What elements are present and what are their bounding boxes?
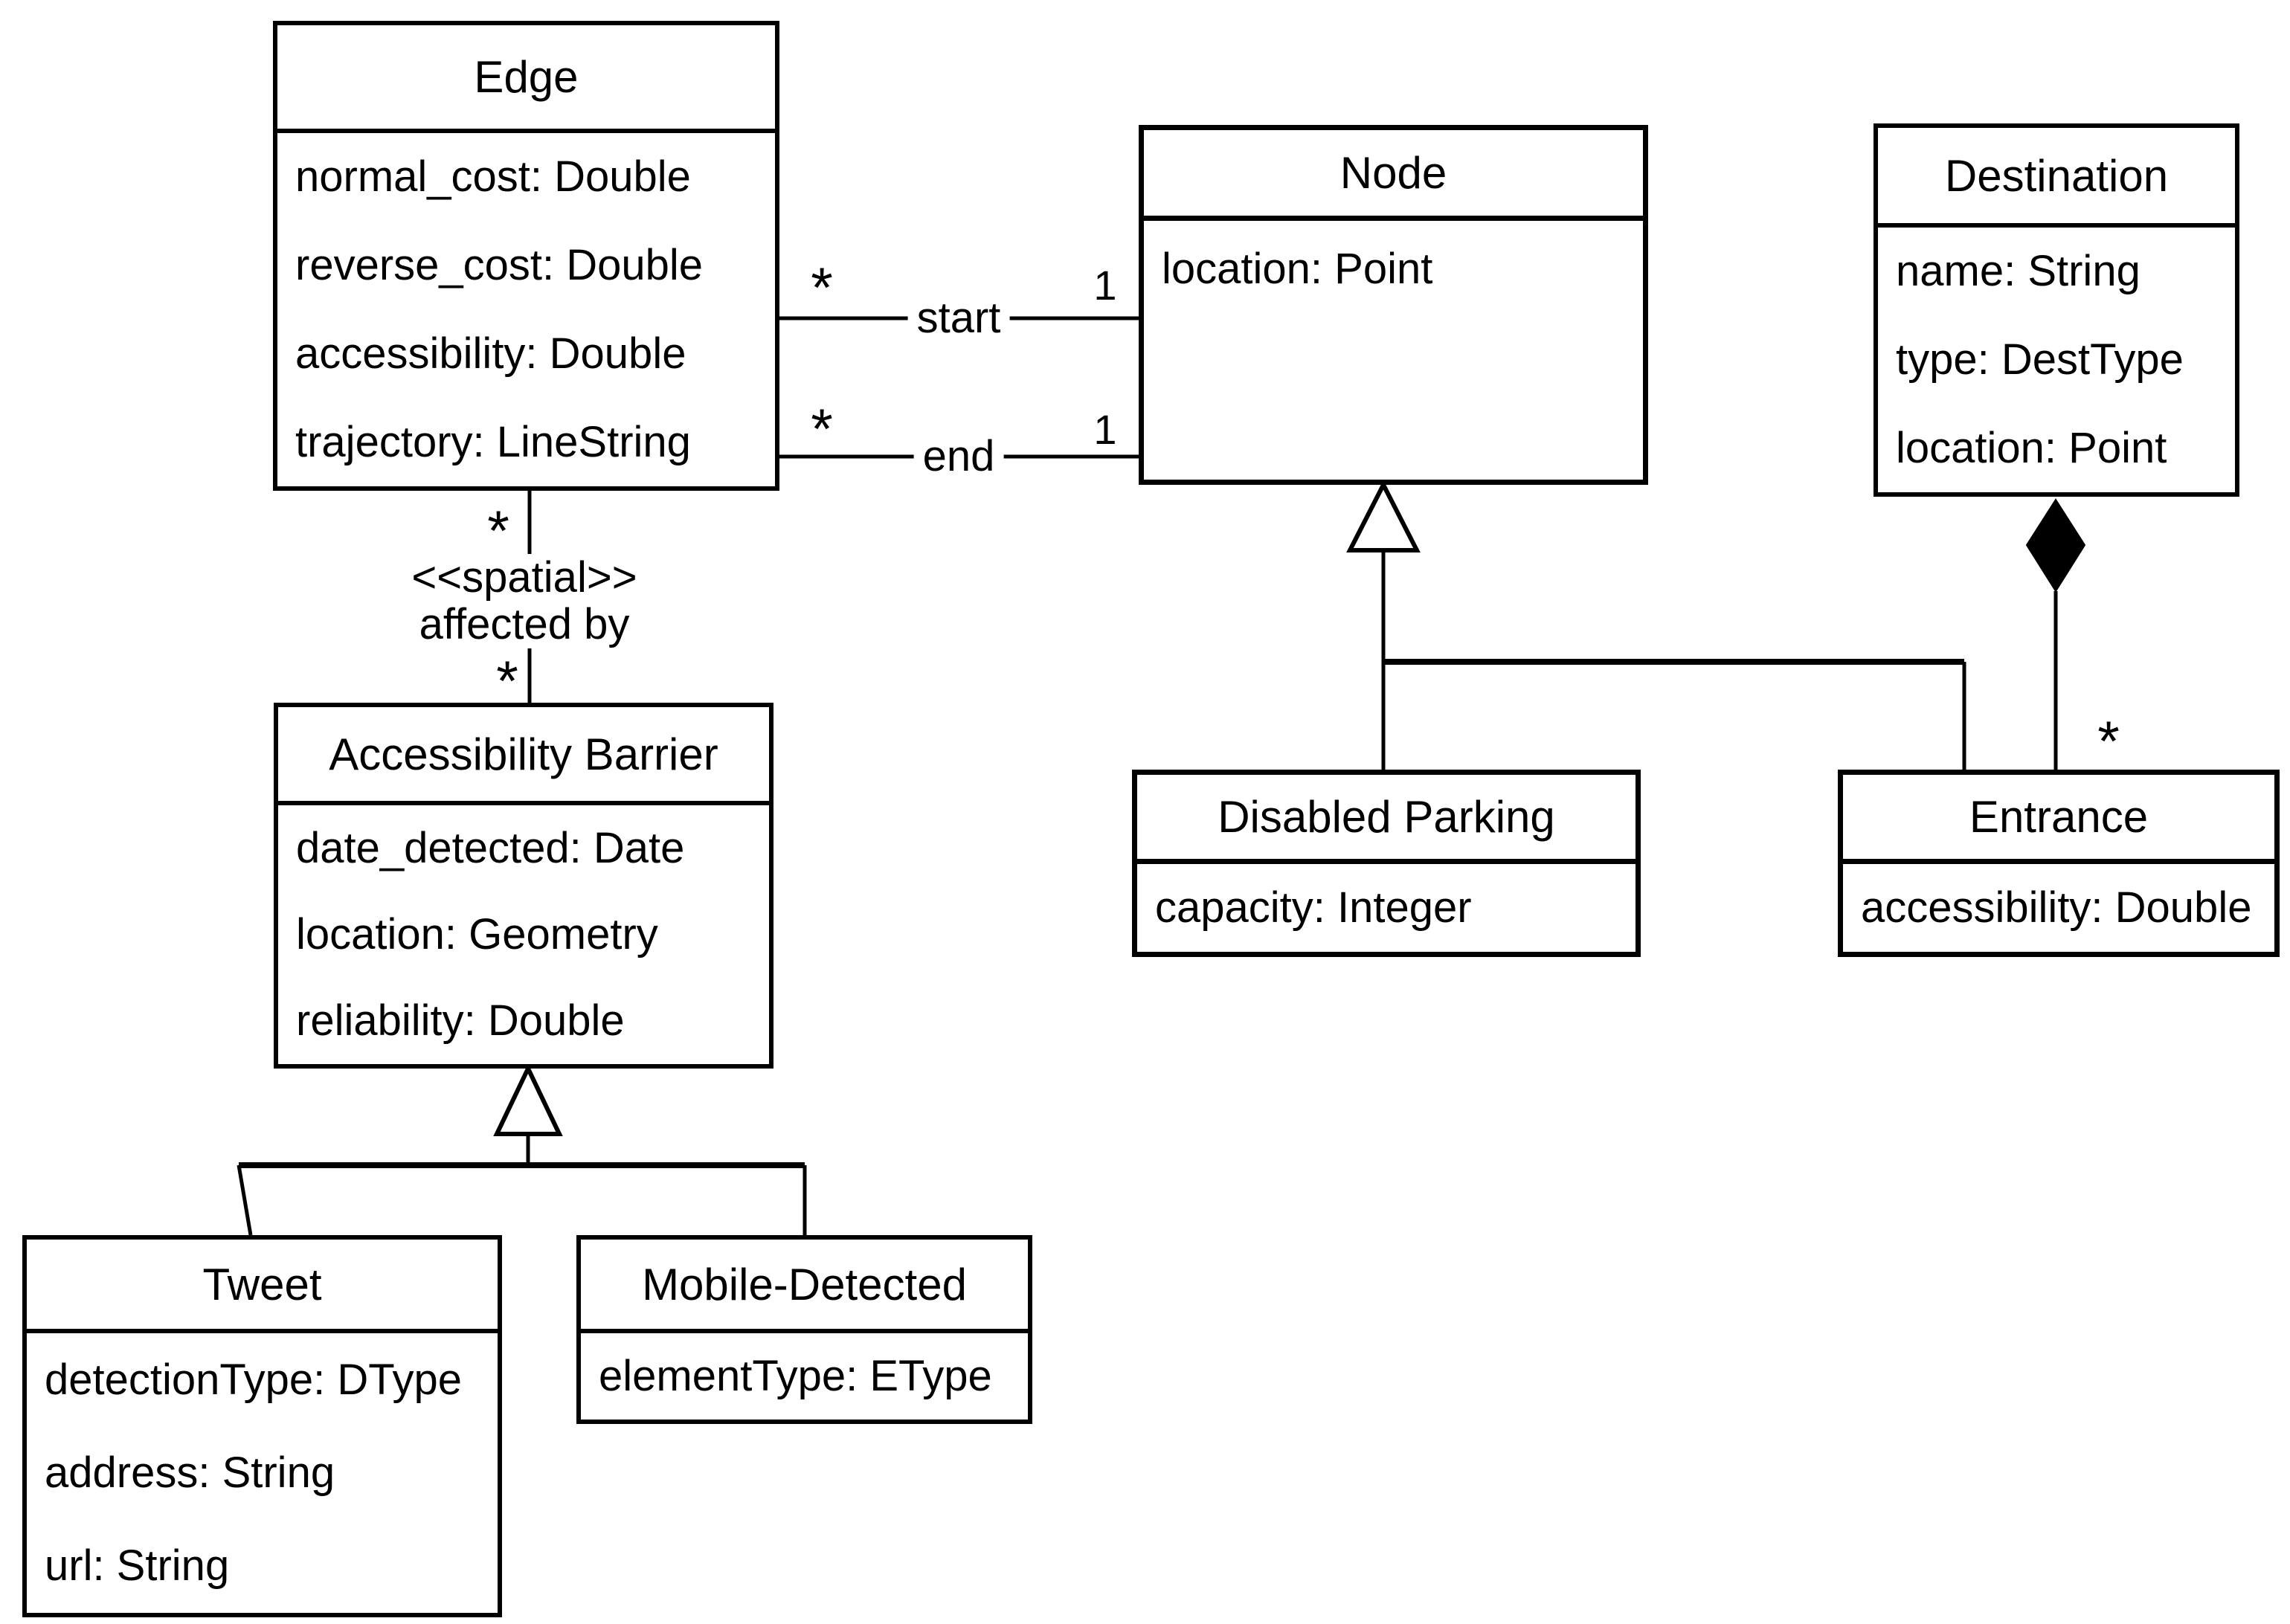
class-edge-title: Edge [277,25,775,133]
end-association-label: end [913,433,1004,480]
attribute: normal_cost: Double [295,152,691,202]
class-accessibility-barrier: Accessibility Barrier date_detected: Dat… [274,703,773,1069]
attribute: reverse_cost: Double [295,241,704,290]
class-node-title: Node [1144,130,1643,221]
composition-diamond-icon [2025,498,2086,593]
attribute: detectionType: DType [45,1355,462,1404]
class-disabled-parking-attributes: capacity: Integer [1137,864,1636,952]
class-disabled-parking-title: Disabled Parking [1137,775,1636,864]
attribute: date_detected: Date [296,824,685,872]
affected-by-barrier-multiplicity: * [496,650,518,713]
start-association-edge-multiplicity: * [811,257,833,320]
attribute: accessibility: Double [295,329,686,378]
barrier-generalization-tweet-drop [237,1164,253,1236]
composition-entrance-multiplicity: * [2097,710,2120,773]
attribute: address: String [45,1448,335,1497]
node-generalization-triangle-icon [1346,480,1421,552]
attribute: elementType: EType [599,1352,992,1400]
attribute: name: String [1896,247,2141,296]
attribute: capacity: Integer [1155,883,1472,932]
start-association-node-multiplicity: 1 [1093,262,1117,309]
class-edge-attributes: normal_cost: Double reverse_cost: Double… [277,133,775,486]
class-disabled-parking: Disabled Parking capacity: Integer [1132,770,1641,957]
attribute: location: Point [1896,423,2167,472]
attribute: type: DestType [1896,335,2184,384]
class-mobile-detected-title: Mobile-Detected [581,1240,1028,1333]
class-destination: Destination name: String type: DestType … [1874,123,2239,497]
class-accessibility-barrier-attributes: date_detected: Date location: Geometry r… [278,805,769,1064]
class-mobile-detected-attributes: elementType: EType [581,1333,1028,1420]
attribute: reliability: Double [296,996,625,1045]
end-association-edge-multiplicity: * [811,398,833,461]
class-tweet: Tweet detectionType: DType address: Stri… [22,1235,502,1617]
class-edge: Edge normal_cost: Double reverse_cost: D… [273,21,779,491]
attribute: location: Point [1162,245,1433,293]
attribute: accessibility: Double [1861,883,2252,932]
class-node: Node location: Point [1139,125,1648,485]
barrier-generalization-triangle-icon [493,1063,563,1136]
attribute: trajectory: LineString [295,417,691,466]
class-destination-attributes: name: String type: DestType location: Po… [1878,228,2235,492]
class-accessibility-barrier-title: Accessibility Barrier [278,707,769,805]
attribute: url: String [45,1541,230,1591]
class-node-attributes: location: Point [1144,221,1643,480]
class-mobile-detected: Mobile-Detected elementType: EType [576,1235,1032,1424]
end-association-node-multiplicity: 1 [1093,406,1117,453]
class-entrance: Entrance accessibility: Double [1838,770,2280,957]
affected-by-label: affected by [410,601,639,648]
class-entrance-attributes: accessibility: Double [1843,864,2274,952]
class-tweet-title: Tweet [27,1240,498,1333]
attribute: location: Geometry [296,910,658,958]
class-entrance-title: Entrance [1843,775,2274,864]
class-destination-title: Destination [1878,128,2235,228]
class-tweet-attributes: detectionType: DType address: String url… [27,1333,498,1613]
affected-by-edge-multiplicity: * [487,500,509,563]
start-association-label: start [907,294,1010,342]
affected-by-stereotype: <<spatial>> [402,554,646,602]
